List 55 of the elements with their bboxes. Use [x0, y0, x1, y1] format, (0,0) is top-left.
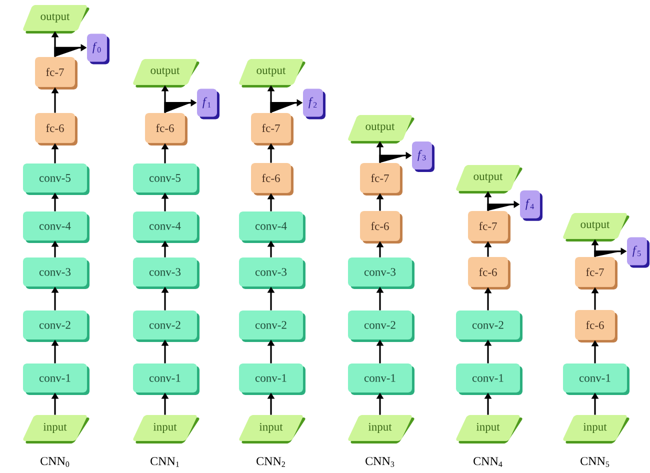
conv-layer-box: conv-2 [239, 310, 306, 342]
output-parallelogram: output [239, 59, 306, 88]
column-label: CNN$_{5}$ [580, 457, 610, 467]
fc-layer-box: fc-6 [35, 113, 78, 146]
output-parallelogram: output [348, 115, 414, 144]
fc-layer-box: fc-7 [468, 211, 510, 244]
fc-layer-box: fc-6 [360, 211, 402, 244]
fc-layer-box: fc-6 [251, 163, 294, 196]
feature-box: f$_{2}$ [303, 88, 326, 120]
fc-layer-box: fc-6 [468, 257, 510, 290]
conv-layer-box: conv-1 [348, 364, 414, 395]
output-parallelogram: output [456, 165, 522, 194]
conv-layer-box: conv-3 [133, 258, 200, 289]
input-parallelogram: input [348, 415, 414, 444]
feature-box: f$_{1}$ [197, 88, 220, 120]
column-label: CNN$_{1}$ [150, 457, 179, 467]
input-parallelogram: input [563, 415, 630, 444]
conv-layer-box: conv-4 [239, 212, 306, 243]
column-label: CNN$_{3}$ [366, 457, 394, 467]
feature-box: f$_{5}$ [627, 237, 650, 268]
column-label: CNN$_{2}$ [256, 457, 285, 467]
output-parallelogram: output [133, 59, 200, 88]
input-parallelogram: input [133, 415, 200, 444]
conv-layer-box: conv-1 [23, 364, 90, 395]
conv-layer-box: conv-2 [348, 310, 414, 342]
input-parallelogram: input [456, 415, 522, 444]
fc-layer-box: fc-7 [575, 257, 618, 290]
fc-layer-box: fc-6 [145, 113, 188, 146]
fc-layer-box: fc-7 [35, 57, 78, 90]
conv-layer-box: conv-2 [133, 310, 200, 342]
column-label: CNN$_{0}$ [40, 457, 70, 467]
feature-box: f$_{0}$ [87, 34, 110, 64]
conv-layer-box: conv-2 [456, 310, 522, 342]
conv-layer-box: conv-1 [239, 364, 306, 395]
conv-layer-box: conv-4 [23, 212, 90, 243]
feature-box: f$_{4}$ [520, 190, 542, 221]
column-label: CNN$_{4}$ [474, 457, 502, 467]
conv-layer-box: conv-3 [239, 258, 306, 289]
input-parallelogram: input [23, 415, 90, 444]
output-parallelogram: output [563, 213, 630, 242]
input-parallelogram: input [239, 415, 306, 444]
fc-layer-box: fc-7 [251, 113, 294, 146]
conv-layer-box: conv-3 [348, 258, 414, 289]
conv-layer-box: conv-2 [23, 310, 90, 342]
conv-layer-box: conv-1 [133, 364, 200, 395]
fc-layer-box: fc-6 [575, 310, 618, 342]
conv-layer-box: conv-5 [23, 164, 90, 195]
conv-layer-box: conv-1 [456, 364, 522, 395]
conv-layer-box: conv-3 [23, 258, 90, 289]
conv-layer-box: conv-1 [563, 364, 630, 395]
conv-layer-box: conv-5 [133, 164, 200, 195]
feature-box: f$_{3}$ [412, 142, 434, 172]
output-parallelogram: output [23, 5, 90, 34]
conv-layer-box: conv-4 [133, 212, 200, 243]
fc-layer-box: fc-7 [360, 163, 402, 196]
